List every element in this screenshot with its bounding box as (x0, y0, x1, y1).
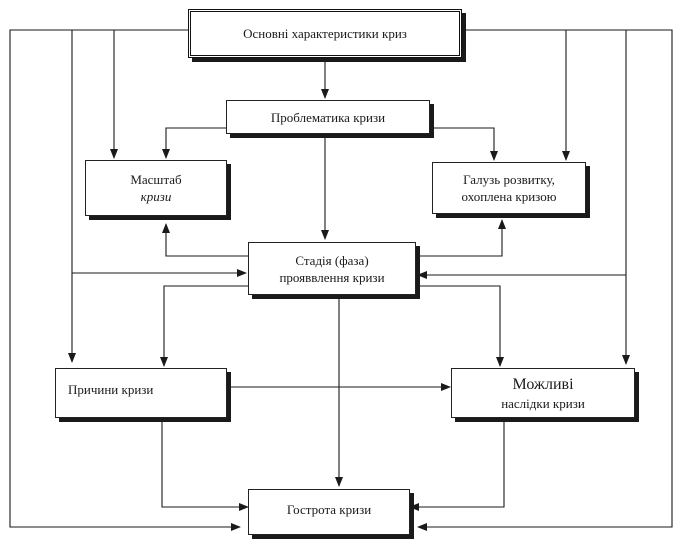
arrow-problems-to-scale (162, 127, 226, 159)
branch-box: Галузь розвитку, охоплена кризою (432, 162, 586, 214)
problems-box: Проблематика кризи (226, 100, 430, 134)
consequences-label: Можливі (512, 375, 574, 393)
arrow-main-right-outer (417, 29, 673, 531)
stage-box: Стадія (фаза) прояввлення кризи (248, 242, 416, 295)
scale-label: Масштаб (130, 172, 182, 187)
stage-label-sub: прояввлення кризи (279, 269, 385, 285)
scale-label-sub: кризи (140, 189, 172, 204)
arrow-stage-to-consequences (416, 285, 504, 367)
branch-label-sub: охоплена кризою (461, 189, 557, 204)
severity-box: Гострота кризи (248, 489, 410, 535)
severity-label: Гострота кризи (286, 501, 372, 517)
arrow-stage-to-scale (162, 223, 248, 257)
arrow-causes-severity (158, 413, 249, 511)
stage-label: Стадія (фаза) (295, 252, 369, 268)
arrow-stage-to-branch (416, 219, 506, 257)
branch-label: Галузь розвитку, (463, 172, 555, 187)
consequences-box: Можливі наслідки кризи (451, 368, 635, 418)
main-characteristics-box: Основні характеристики криз (188, 9, 462, 58)
main-characteristics-label: Основні характеристики криз (243, 26, 407, 41)
arrow-consequences-severity (409, 411, 508, 511)
arrow-stage-to-causes (160, 285, 248, 367)
scale-box: Масштаб кризи (85, 160, 227, 216)
arrow-main-left-outer (9, 29, 241, 531)
causes-label: Причини кризи (68, 381, 154, 397)
arrow-problems-to-branch (430, 127, 498, 161)
consequences-label-sub: наслідки кризи (501, 395, 585, 411)
problems-label: Проблематика кризи (270, 109, 386, 125)
causes-box: Причини кризи (55, 368, 227, 418)
